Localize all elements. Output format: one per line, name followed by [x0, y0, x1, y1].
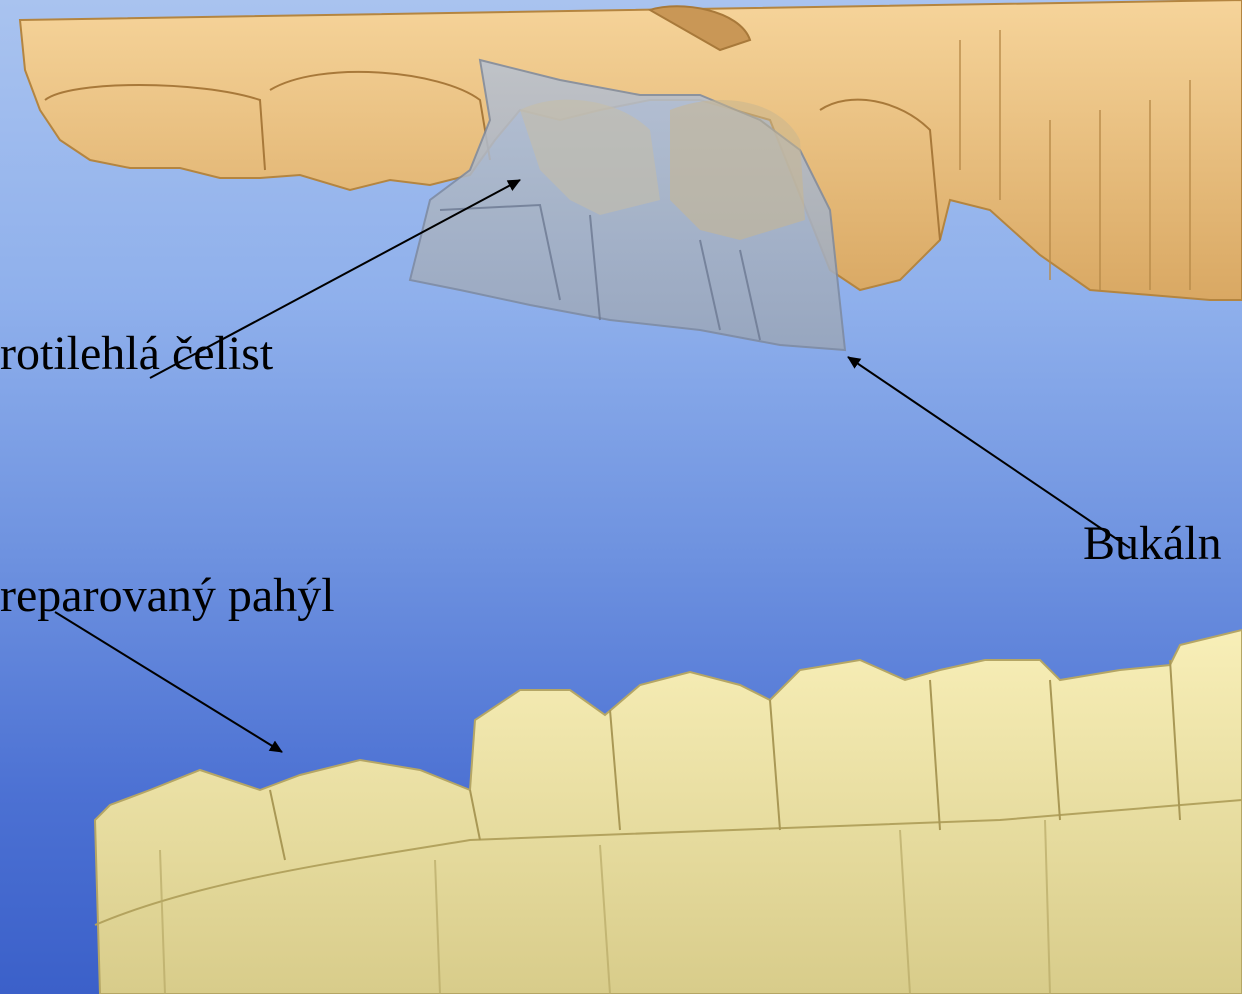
lower-jaw-model	[95, 630, 1242, 994]
arrow-prepared-stump	[55, 612, 282, 752]
label-buccal: Bukáln	[1083, 520, 1222, 568]
label-opposing-jaw: rotilehlá čelist	[0, 330, 273, 378]
label-prepared-stump: reparovaný pahýl	[0, 572, 335, 620]
